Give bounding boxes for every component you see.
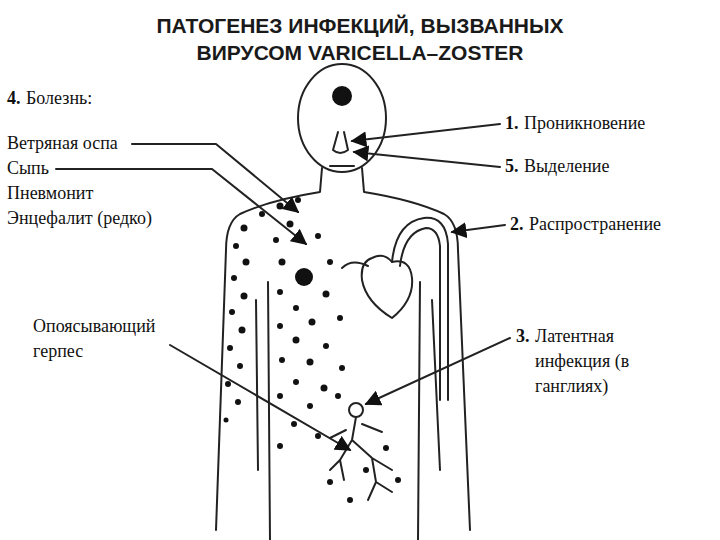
heart [362,256,412,318]
right-arm-outline [362,168,470,530]
stage-label: Латентная инфекция (в ганглиях) [535,324,655,399]
leader-line [366,338,510,404]
leader-line [56,169,306,244]
disease-label: Опоясывающий герпес [33,314,168,364]
section-label: Болезнь: [26,86,92,111]
callout-number: 2. [510,212,524,237]
nose [333,132,348,153]
callout-number: 1. [505,111,519,136]
left-arm-inner [256,300,258,470]
stage-label: Распространение [529,212,661,237]
vessel [342,262,368,268]
leader-line [354,152,500,167]
right-torso-side [418,282,420,540]
rash-dots [224,86,402,503]
ganglion [349,403,363,417]
disease-label: Пневмонит [7,181,93,206]
disease-label: Ветряная оспа [7,131,118,156]
leader-line [132,144,298,212]
vessel-tube [392,218,448,400]
vessel-tube [400,228,440,400]
right-arm-inner [432,300,440,470]
leader-line [352,124,500,141]
callout-number: 5. [505,154,519,179]
disease-label: Энцефалит (редко) [7,206,152,231]
left-torso-side [268,282,270,540]
nerve-branches [330,417,392,500]
disease-label: Сыпь [7,156,49,181]
stage-label: Выделение [524,154,609,179]
mouth [330,165,354,167]
leader-line [170,345,350,450]
diagram-title: ПАТОГЕНЕЗ ИНФЕКЦИЙ, ВЫЗВАННЫХ ВИРУСОМ VA… [145,12,575,66]
callout-number: 3. [516,324,530,349]
callout-number: 4. [7,86,21,111]
head-outline [298,64,386,172]
leader-line [452,225,505,232]
stage-label: Проникновение [524,111,645,136]
